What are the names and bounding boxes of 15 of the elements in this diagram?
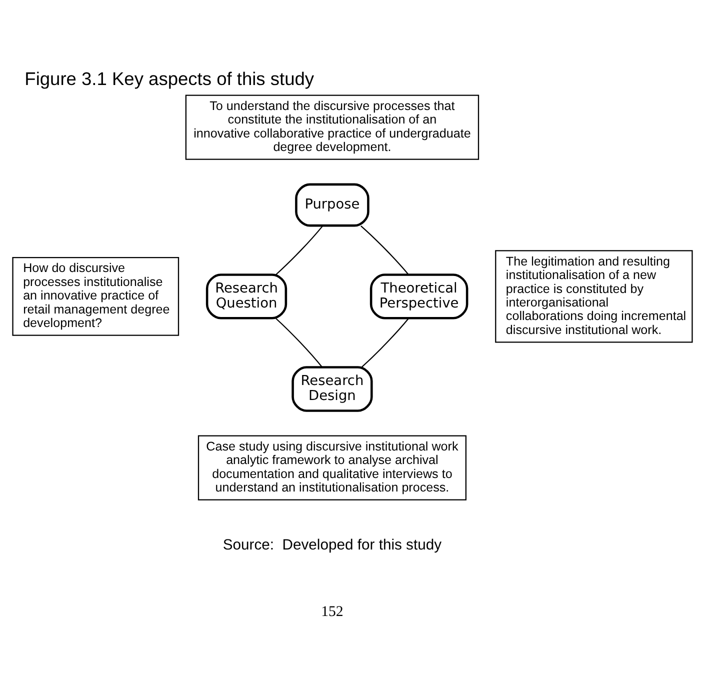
caption: Source: Developed for this study — [222, 536, 442, 553]
connector — [276, 318, 322, 367]
node-box: Case study using discursive institutional work analytic framework to analyse archival documentation and qualitative interviews to understand an institutionalisation process. — [198, 434, 466, 500]
node-box: Purpose — [295, 182, 370, 226]
node-box: Research Question — [206, 273, 288, 319]
node-box: To understand the discursive processes that constitute the institutionalisation of an innovative collaborative practice of undergraduate degree development. — [185, 94, 480, 160]
diagram-title: Figure 3.1 Key aspects of this study — [24, 67, 314, 88]
node-box: Research Design — [292, 366, 373, 412]
node-box: How do discursive processes institutionalise an innovative practice of retail management degree development? — [12, 256, 180, 336]
connector — [276, 225, 324, 275]
label: 152 — [321, 603, 344, 620]
connector — [360, 225, 409, 274]
node-box: The legitimation and resulting institutionalisation of a new practice is constituted by interorganisational collaborations doing incremental discursive institutional work. — [495, 250, 693, 342]
node-box: Theoretical Perspective — [370, 273, 468, 319]
connector — [361, 318, 409, 367]
